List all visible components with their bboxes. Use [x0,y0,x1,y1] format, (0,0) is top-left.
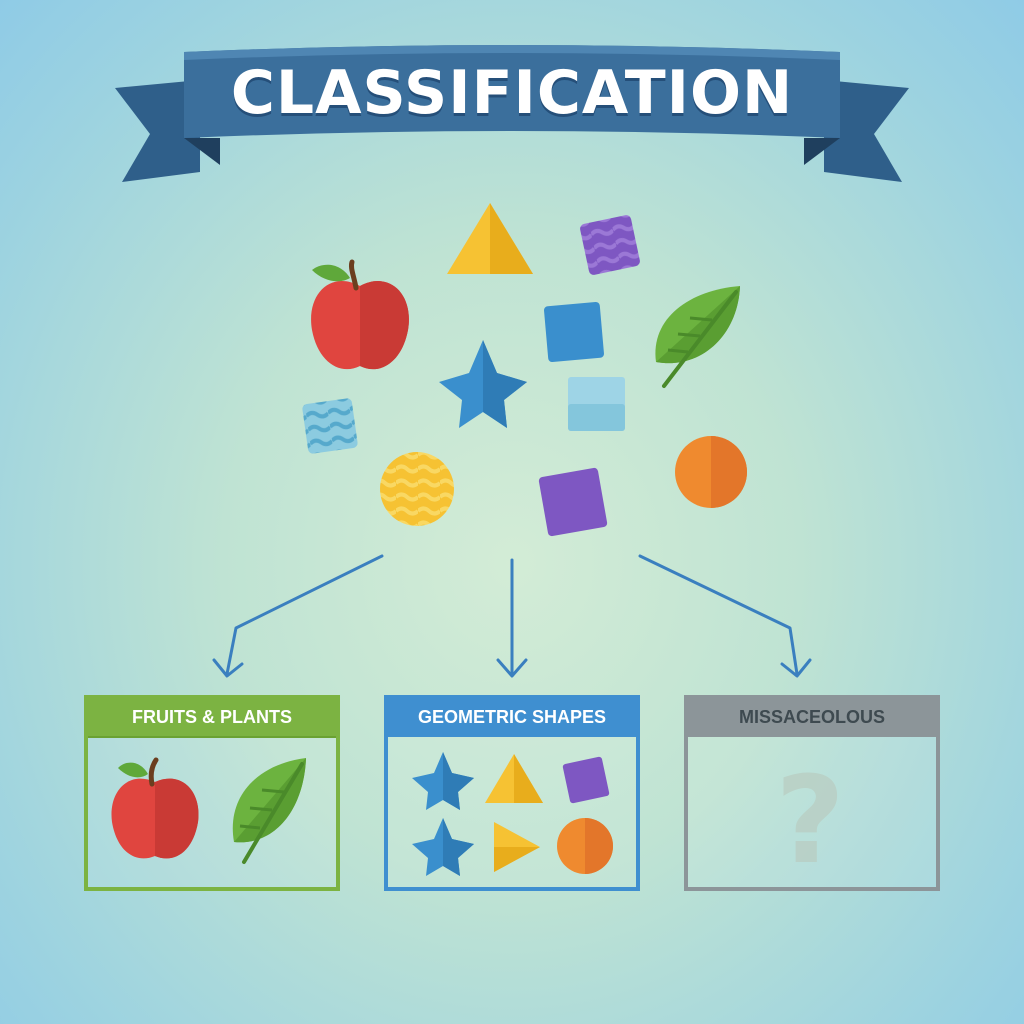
category-label-geometric-shapes: GEOMETRIC SHAPES [417,706,607,727]
category-label-fruits-plants: FRUITS & PLANTS [132,706,292,727]
title-banner [115,45,909,182]
banner-body [184,45,840,138]
apple-icon [111,757,199,859]
leaf-icon [232,758,306,864]
square-icon [568,377,625,431]
page-title: CLASSIFICATION [230,58,794,128]
triangle-icon [494,822,540,872]
banner-right-tail [824,80,909,182]
wavy-square-icon [302,398,358,454]
star-icon [439,340,527,428]
arrow-left [212,554,384,678]
star-icon [412,752,474,810]
square-icon [562,756,610,804]
category-box-geometric-shapes [384,695,640,891]
question-mark-icon: ? [775,752,845,891]
star-icon [412,818,474,876]
circle-icon [557,818,613,874]
triangle-icon [485,754,543,803]
banner-left-tail [115,80,200,182]
arrows [212,554,812,678]
arrow-right [638,554,812,678]
banner-highlight [184,45,840,60]
square-icon [538,467,608,537]
banner-right-fold [804,138,840,165]
triangle-icon [447,203,533,274]
category-label-misc: MISSACEOLOUS [738,706,885,727]
wavy-square-icon [580,215,640,275]
square-icon [543,301,605,363]
leaf-icon [655,286,740,388]
banner-left-fold [184,138,220,165]
arrow-middle [496,558,528,678]
circle-icon [380,452,454,526]
circle-icon [675,436,747,508]
scattered-items [302,203,747,537]
category-box-fruits-plants [84,695,340,891]
apple-icon [311,259,409,370]
category-box-misc: ? [684,695,940,891]
